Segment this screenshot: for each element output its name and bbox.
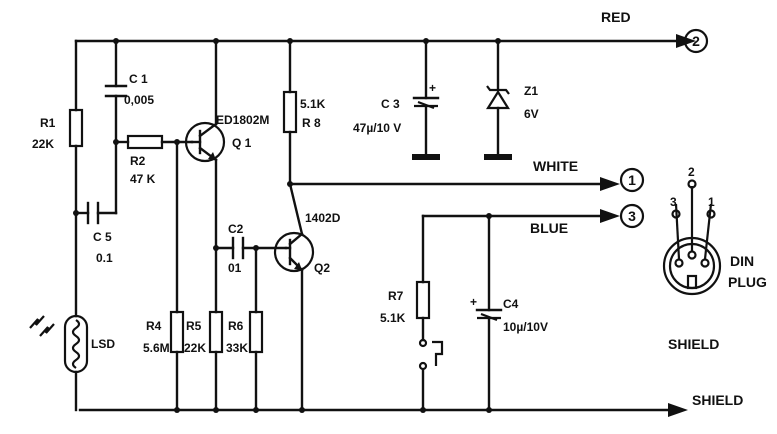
capacitor-c5 xyxy=(86,201,100,225)
din-pin-3: 3 xyxy=(670,195,677,209)
terminal-3-label: 3 xyxy=(628,208,636,224)
r4-value: 5.6M xyxy=(143,341,170,355)
q2-part: 1402D xyxy=(305,211,341,225)
capacitor-c1 xyxy=(104,84,128,98)
bottom-rail xyxy=(78,403,688,417)
resistor-r6 xyxy=(248,310,264,354)
photo-sensor-lsd xyxy=(63,314,89,374)
c2-value: 01 xyxy=(228,261,242,275)
resistor-r2 xyxy=(126,134,164,150)
din-label-2: PLUG xyxy=(728,274,767,290)
push-button-switch xyxy=(418,338,444,371)
r2-value: 47 K xyxy=(130,172,156,186)
r7-value: 5.1K xyxy=(380,311,406,325)
r6-ref: R6 xyxy=(228,319,244,333)
left-branch-wires xyxy=(73,39,118,412)
r2-branch-wires xyxy=(113,139,194,412)
q1-part: ED1802M xyxy=(216,113,269,127)
terminal-1-label: 1 xyxy=(628,172,636,188)
c2-ref: C2 xyxy=(228,222,244,236)
din-pin-1: 1 xyxy=(708,195,715,209)
capacitor-c4: + xyxy=(470,214,503,413)
r6-value: 33K xyxy=(226,341,248,355)
c1-branch-wires xyxy=(113,38,119,215)
terminal-1: 1 xyxy=(619,167,645,193)
c1-ref: C 1 xyxy=(129,72,148,86)
r8-value: 5.1K xyxy=(300,97,326,111)
resistor-r7 xyxy=(415,280,431,320)
c4-value: 10µ/10V xyxy=(503,320,548,334)
resistor-r8 xyxy=(282,90,298,134)
c2-branch-wires xyxy=(213,245,288,412)
c1-value: 0,005 xyxy=(124,93,154,107)
light-rays-icon xyxy=(29,315,55,337)
din-pin-2: 2 xyxy=(688,165,695,179)
wire-label-shield: SHIELD xyxy=(692,392,743,408)
transistor-q1 xyxy=(184,38,226,412)
terminal-3: 3 xyxy=(619,203,645,229)
capacitor-c3: + xyxy=(412,38,440,160)
c5-ref: C 5 xyxy=(93,230,112,244)
zener-diode-z1 xyxy=(484,38,512,160)
r8-ref: R 8 xyxy=(302,116,321,130)
transistor-q2 xyxy=(273,182,315,412)
r1-ref: R1 xyxy=(40,116,56,130)
din-plug xyxy=(662,179,722,296)
resistor-r4 xyxy=(169,310,185,354)
c5-value: 0.1 xyxy=(96,251,113,265)
c4-plus-mark: + xyxy=(470,295,477,309)
z1-value: 6V xyxy=(524,107,539,121)
wire-label-blue: BLUE xyxy=(530,220,568,236)
c4-ref: C4 xyxy=(503,297,519,311)
wire-label-red: RED xyxy=(601,9,631,25)
resistor-r1 xyxy=(68,108,84,148)
terminal-2: 2 xyxy=(683,28,709,54)
c3-ref: C 3 xyxy=(381,97,400,111)
din-shield-label: SHIELD xyxy=(668,336,719,352)
lsd-ref: LSD xyxy=(91,337,115,351)
q2-ref: Q2 xyxy=(314,261,330,275)
r7-ref: R7 xyxy=(388,289,404,303)
capacitor-c2 xyxy=(231,236,245,260)
c3-plus-mark: + xyxy=(429,81,436,95)
r5-ref: R5 xyxy=(186,319,202,333)
r5-value: 22K xyxy=(184,341,206,355)
din-label-1: DIN xyxy=(730,253,754,269)
top-rail xyxy=(74,34,696,48)
wire-label-white: WHITE xyxy=(533,158,578,174)
c3-value: 47µ/10 V xyxy=(353,121,401,135)
r4-ref: R4 xyxy=(146,319,162,333)
r8-branch-wires xyxy=(287,38,620,191)
r1-value: 22K xyxy=(32,137,54,151)
resistor-r5 xyxy=(208,310,224,354)
q1-ref: Q 1 xyxy=(232,136,252,150)
bottom-nodes xyxy=(174,407,426,413)
terminal-2-label: 2 xyxy=(692,33,700,49)
z1-ref: Z1 xyxy=(524,84,538,98)
r2-ref: R2 xyxy=(130,154,146,168)
blue-line xyxy=(421,209,620,223)
